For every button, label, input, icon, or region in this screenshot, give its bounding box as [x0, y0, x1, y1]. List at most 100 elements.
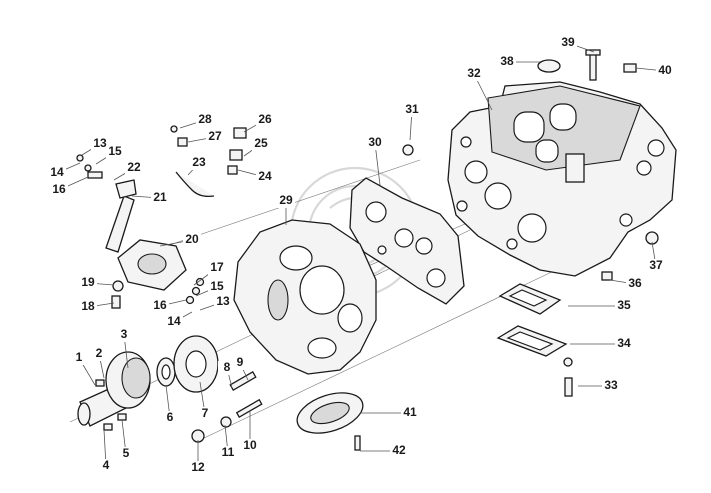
callout-bg-c12 [189, 461, 207, 475]
callout-c8: 8 [224, 360, 231, 374]
callout-c15b: 15 [108, 144, 122, 158]
callout-bg-c13b [91, 137, 109, 151]
callout-bg-c40 [656, 64, 674, 78]
callout-c17: 17 [210, 260, 224, 274]
callout-bg-c3 [115, 328, 133, 342]
callout-c12: 12 [191, 460, 205, 474]
callout-bg-c1 [70, 351, 88, 365]
callout-bg-c39 [559, 36, 577, 50]
callout-bg-c9 [231, 356, 249, 370]
callout-c16b: 16 [52, 182, 66, 196]
callout-c20: 20 [185, 232, 199, 246]
callout-bg-c15b [106, 145, 124, 159]
callout-c2: 2 [96, 346, 103, 360]
callout-c31: 31 [405, 102, 419, 116]
callout-c41: 41 [403, 405, 417, 419]
callout-c22: 22 [127, 160, 141, 174]
callout-c13b: 13 [93, 136, 107, 150]
callout-c40: 40 [658, 63, 672, 77]
callout-bg-c22 [125, 161, 143, 175]
callout-bg-c21 [151, 191, 169, 205]
cover-plate [296, 392, 364, 434]
callout-c6: 6 [167, 410, 174, 424]
callout-c34: 34 [617, 336, 631, 350]
callout-bg-c30 [366, 136, 384, 150]
callout-bg-c27 [206, 130, 224, 144]
callout-c3: 3 [121, 327, 128, 341]
callout-bg-c24 [256, 170, 274, 184]
callout-c14b: 14 [50, 165, 64, 179]
callout-bg-c10 [241, 439, 259, 453]
callout-c14: 14 [167, 314, 181, 328]
shift-cover-assembly [105, 179, 187, 291]
callout-c38: 38 [500, 54, 514, 68]
seal-and-flange [156, 335, 219, 393]
callout-bg-c14 [165, 315, 183, 329]
callout-c28: 28 [198, 112, 212, 126]
callout-bg-c16 [151, 299, 169, 313]
callout-bg-c42 [390, 444, 408, 458]
callout-bg-c17 [208, 261, 226, 275]
callout-bg-c33 [602, 379, 620, 393]
gasket [349, 177, 465, 305]
callout-c25: 25 [254, 136, 268, 150]
callout-bg-c38 [498, 55, 516, 69]
callout-c33: 33 [604, 378, 618, 392]
callout-bg-c20 [183, 233, 201, 247]
callout-bg-c41 [401, 406, 419, 420]
callout-c1: 1 [76, 350, 83, 364]
callout-bg-c25 [252, 137, 270, 151]
callout-c26: 26 [258, 112, 272, 126]
cable [175, 171, 215, 198]
callout-bg-c37 [647, 259, 665, 273]
callout-c36: 36 [628, 276, 642, 290]
callout-c10: 10 [243, 438, 257, 452]
callout-bg-c14b [48, 166, 66, 180]
callout-bg-c5 [117, 447, 135, 461]
callout-bg-c31 [403, 103, 421, 117]
callout-bg-c4 [97, 459, 115, 473]
callout-c7: 7 [202, 406, 209, 420]
gearbox-housing [447, 81, 677, 277]
callout-bg-c16b [50, 183, 68, 197]
callout-c15: 15 [210, 279, 224, 293]
callout-bg-c18 [79, 300, 97, 314]
callout-bg-c28 [196, 113, 214, 127]
callout-c32: 32 [467, 66, 481, 80]
callout-c37: 37 [649, 258, 663, 272]
callout-c11: 11 [222, 445, 235, 459]
bell-housing [233, 219, 377, 375]
callout-c13: 13 [216, 294, 230, 308]
callout-c35: 35 [617, 298, 631, 312]
callout-c18: 18 [81, 299, 95, 313]
callout-bg-c34 [615, 337, 633, 351]
callout-c24: 24 [258, 169, 272, 183]
callout-c42: 42 [392, 443, 406, 457]
callout-c29: 29 [279, 193, 293, 207]
callout-bg-c2 [90, 347, 108, 361]
callout-bg-c36 [626, 277, 644, 291]
callout-c16: 16 [153, 298, 167, 312]
input-shaft [77, 351, 151, 427]
callout-bg-c7 [196, 407, 214, 421]
callout-c39: 39 [561, 35, 575, 49]
callout-bg-c29 [277, 194, 295, 208]
callout-c9: 9 [237, 355, 244, 369]
callout-bg-c26 [256, 113, 274, 127]
callout-bg-c13 [214, 295, 232, 309]
cover-gaskets [496, 283, 568, 357]
callout-bg-c35 [615, 299, 633, 313]
callout-c4: 4 [103, 458, 110, 472]
callout-bg-c6 [161, 411, 179, 425]
callout-bg-c23 [190, 156, 208, 170]
callout-c19: 19 [81, 275, 95, 289]
callout-c27: 27 [208, 129, 222, 143]
callout-c5: 5 [123, 446, 130, 460]
callout-c30: 30 [368, 135, 382, 149]
callout-bg-c15 [208, 280, 226, 294]
callout-bg-c19 [79, 276, 97, 290]
callout-c21: 21 [153, 190, 167, 204]
